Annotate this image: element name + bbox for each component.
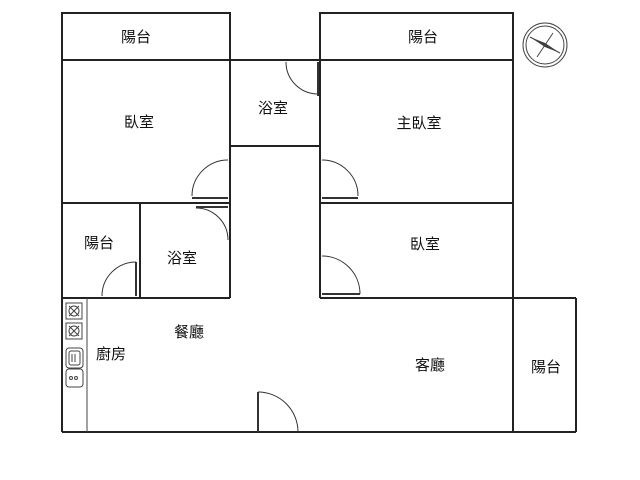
doors xyxy=(101,61,361,433)
label-balcony-top-right: 陽台 xyxy=(408,28,438,46)
door-entrance xyxy=(257,391,299,433)
stove-burner-icon xyxy=(65,302,83,320)
label-bathroom-center: 浴室 xyxy=(258,99,288,117)
door-bedroom-right xyxy=(321,255,361,295)
label-bedroom-right: 臥室 xyxy=(410,235,440,253)
walls xyxy=(61,12,577,433)
compass-rose-icon xyxy=(522,22,568,68)
stove-burner-icon xyxy=(65,322,83,340)
label-kitchen: 廚房 xyxy=(96,345,126,363)
label-balcony-top-left: 陽台 xyxy=(121,28,151,46)
label-bedroom-left: 臥室 xyxy=(124,113,154,131)
room-labels: 陽台 陽台 臥室 浴室 主臥室 陽台 浴室 臥室 餐廳 廚房 客廳 陽台 xyxy=(84,28,561,376)
kitchen-fixtures xyxy=(65,302,84,388)
label-bathroom-left: 浴室 xyxy=(167,249,197,267)
sink-icon xyxy=(65,347,84,369)
door-master-bedroom xyxy=(321,159,359,197)
label-master-bedroom: 主臥室 xyxy=(396,114,441,132)
door-bedroom-left xyxy=(191,159,229,197)
door-bathroom-left xyxy=(195,207,229,241)
door-balcony-mid-left xyxy=(101,261,137,297)
label-dining-room: 餐廳 xyxy=(174,323,204,341)
label-balcony-mid-left: 陽台 xyxy=(84,234,114,252)
label-living-room: 客廳 xyxy=(415,356,445,374)
door-bathroom-center xyxy=(285,61,319,95)
sink-icon xyxy=(65,368,84,388)
label-balcony-right: 陽台 xyxy=(531,358,561,376)
